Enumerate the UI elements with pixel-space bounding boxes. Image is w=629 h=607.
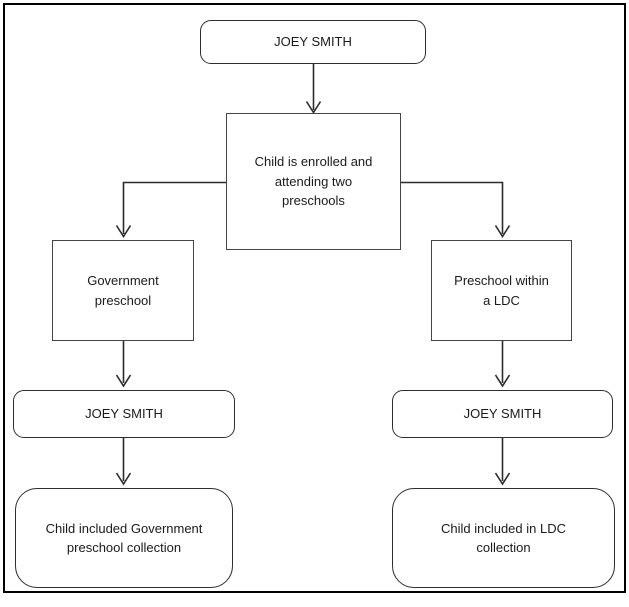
node-label: JOEY SMITH: [463, 406, 542, 422]
node-joey-smith-top: JOEY SMITH: [200, 20, 426, 64]
node-decision-enrolled-two-preschools: Child is enrolled and attending two pres…: [226, 113, 401, 250]
node-gov-preschool-collection: Child included Government preschool coll…: [15, 488, 233, 588]
outer-border-frame: [3, 3, 626, 593]
node-ldc-collection: Child included in LDC collection: [392, 488, 615, 588]
node-label: JOEY SMITH: [85, 406, 163, 422]
node-label: Child included in LDC collection: [440, 520, 566, 556]
node-joey-smith-left: JOEY SMITH: [13, 390, 235, 438]
node-label: Preschool within a LDC: [454, 273, 549, 308]
node-preschool-within-ldc: Preschool within a LDC: [431, 240, 572, 341]
node-joey-smith-right: JOEY SMITH: [392, 390, 613, 438]
node-label: JOEY SMITH: [274, 34, 352, 50]
node-label: Child is enrolled and attending two pres…: [254, 154, 373, 209]
node-government-preschool: Government preschool: [52, 240, 194, 341]
node-label: Child included Government preschool coll…: [45, 520, 203, 556]
node-label: Government preschool: [87, 273, 159, 308]
